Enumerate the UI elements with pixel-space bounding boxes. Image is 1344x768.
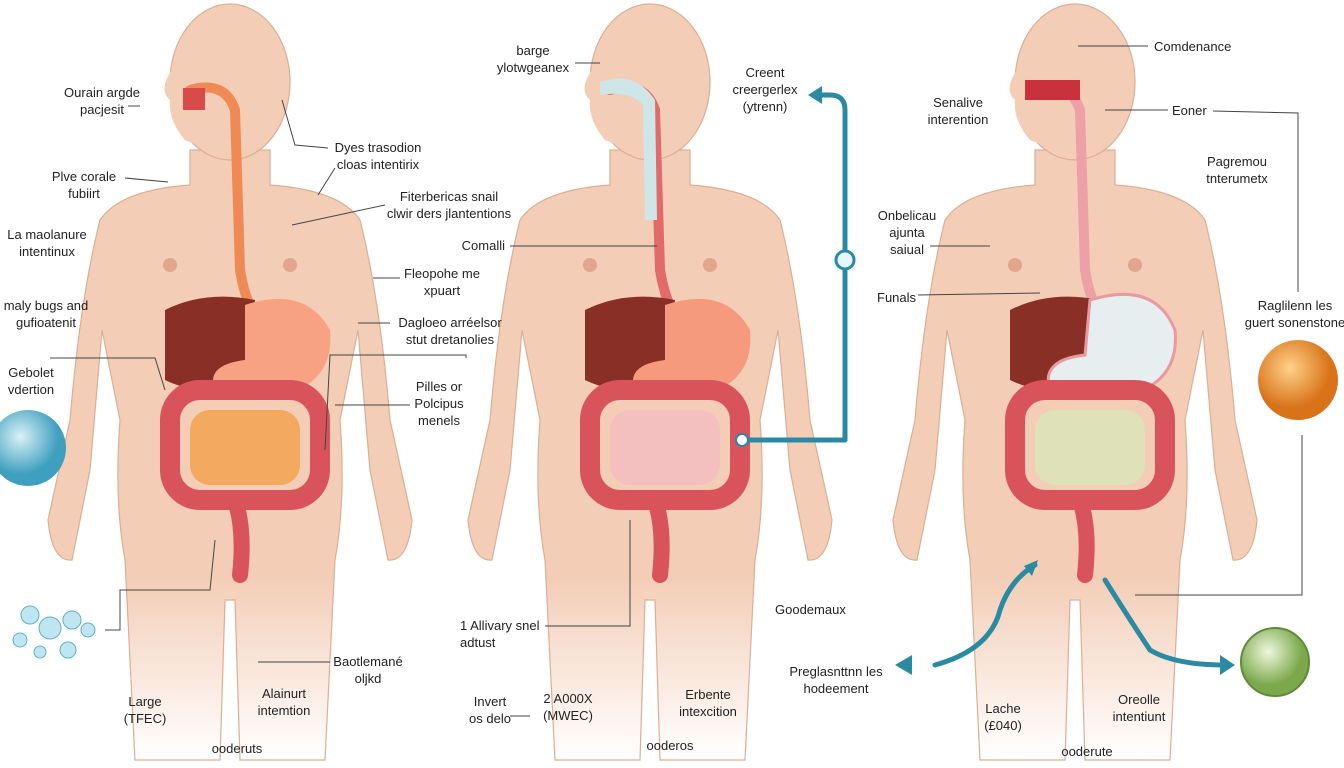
label-large: Large(TFEC) [123,694,167,726]
bubble-cluster [12,605,96,659]
label-funals: Funals [877,290,917,305]
label-comalli: Comalli [461,238,505,253]
figure-3-body [892,3,1258,761]
figure-2-body [467,3,833,761]
figure-2-caption: ooderos [646,738,694,753]
label-comdenance: Comdenance [1154,39,1232,54]
orange-sphere [1258,340,1338,420]
label-lache: Lache(£040) [984,701,1022,733]
green-sphere [1240,627,1310,697]
leader-lines [50,45,1303,717]
figure-3-caption: ooderute [1061,744,1113,759]
teal-arrows [742,92,1228,668]
blue-sphere [0,410,66,486]
label-goodemaux: Goodemaux [775,602,846,617]
label-2-a000x: 2 A000X(MWEC) [543,691,593,723]
figure-1-body [47,3,413,761]
label-eoner: Eoner [1172,103,1207,118]
figure-1-caption: ooderuts [211,741,263,756]
